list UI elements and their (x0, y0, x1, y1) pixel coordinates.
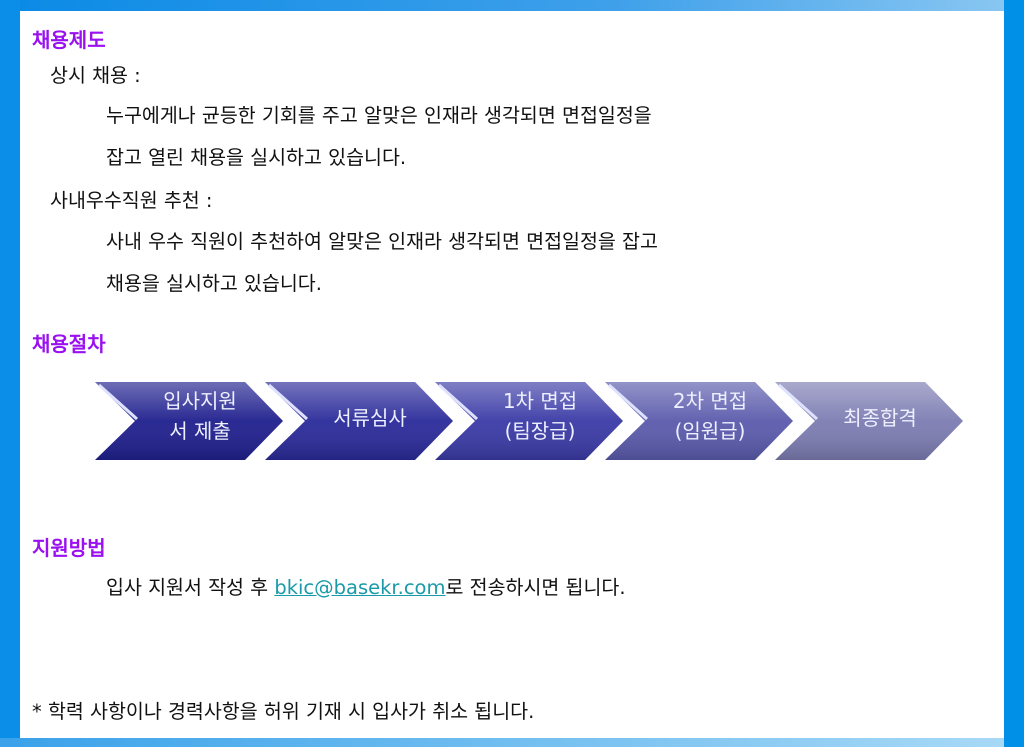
process-step-label: 입사지원 (163, 389, 237, 413)
chevron-highlight (97, 383, 139, 421)
apply-instruction: 입사 지원서 작성 후 bkic@basekr.com로 전송하시면 됩니다. (106, 576, 626, 600)
footnote: * 학력 사항이나 경력사항을 허위 기재 시 입사가 취소 됩니다. (32, 700, 535, 723)
referral-text-2: 채용을 실시하고 있습니다. (106, 272, 322, 295)
process-step-label: 서 제출 (169, 419, 231, 443)
frame-border-bottom (0, 738, 1004, 747)
apply-prefix: 입사 지원서 작성 후 (106, 576, 275, 599)
chevron-gloss (435, 382, 623, 460)
process-step-3: 1차 면접 (팀장급) (435, 382, 623, 460)
process-step-label: 서류심사 (333, 406, 407, 430)
section-title-system: 채용제도 (32, 28, 106, 52)
chevron-highlight (607, 383, 649, 421)
chevron-gloss (265, 382, 453, 460)
apply-suffix: 로 전송하시면 됩니다. (445, 576, 626, 599)
process-step-label: 2차 면접 (673, 389, 747, 413)
regular-hiring-label: 상시 채용 : (50, 64, 141, 87)
frame-border-right (1004, 0, 1024, 747)
section-title-apply: 지원방법 (32, 536, 106, 560)
chevron-gloss (775, 382, 963, 460)
email-link[interactable]: bkic@basekr.com (274, 576, 446, 599)
chevron-highlight (777, 383, 819, 421)
referral-label: 사내우수직원 추천 : (50, 189, 213, 212)
chevron-highlight (267, 383, 309, 421)
process-step-label: (팀장급) (505, 419, 576, 443)
process-step-2: 서류심사 (265, 382, 453, 460)
process-step-label: (임원급) (675, 419, 746, 443)
referral-text-1: 사내 우수 직원이 추천하여 알맞은 인재라 생각되면 면접일정을 잡고 (106, 230, 658, 253)
process-step-label: 1차 면접 (503, 389, 577, 413)
process-step-label: 최종합격 (843, 406, 917, 430)
chevron-highlight (437, 383, 479, 421)
process-step-5: 최종합격 (775, 382, 963, 460)
regular-hiring-text-1: 누구에게나 균등한 기회를 주고 알맞은 인재라 생각되면 면접일정을 (106, 104, 652, 127)
process-step-4: 2차 면접 (임원급) (605, 382, 793, 460)
chevron-gloss (605, 382, 793, 460)
frame-border-left (0, 0, 20, 747)
regular-hiring-text-2: 잡고 열린 채용을 실시하고 있습니다. (106, 146, 407, 169)
chevron-gloss (95, 382, 283, 460)
frame-border-top (0, 0, 1024, 11)
section-title-process: 채용절차 (32, 332, 106, 356)
